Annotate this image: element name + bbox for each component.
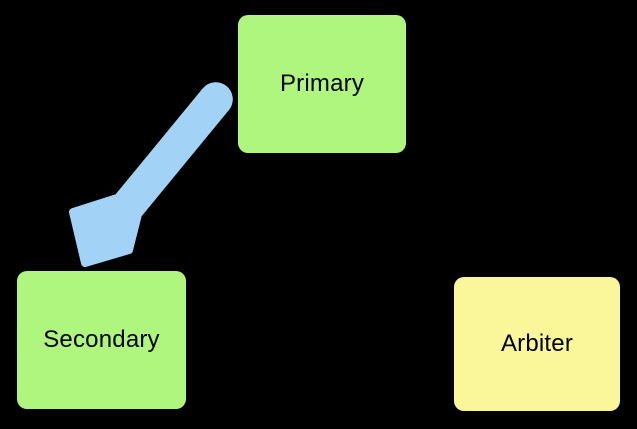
node-secondary-label: Secondary: [43, 326, 160, 353]
node-arbiter-label: Arbiter: [500, 330, 574, 357]
arrow-shape: [69, 82, 233, 267]
node-primary-label: Primary: [279, 70, 365, 97]
node-secondary: Secondary: [17, 271, 186, 409]
node-primary: Primary: [238, 15, 406, 153]
node-arbiter: Arbiter: [454, 277, 620, 411]
